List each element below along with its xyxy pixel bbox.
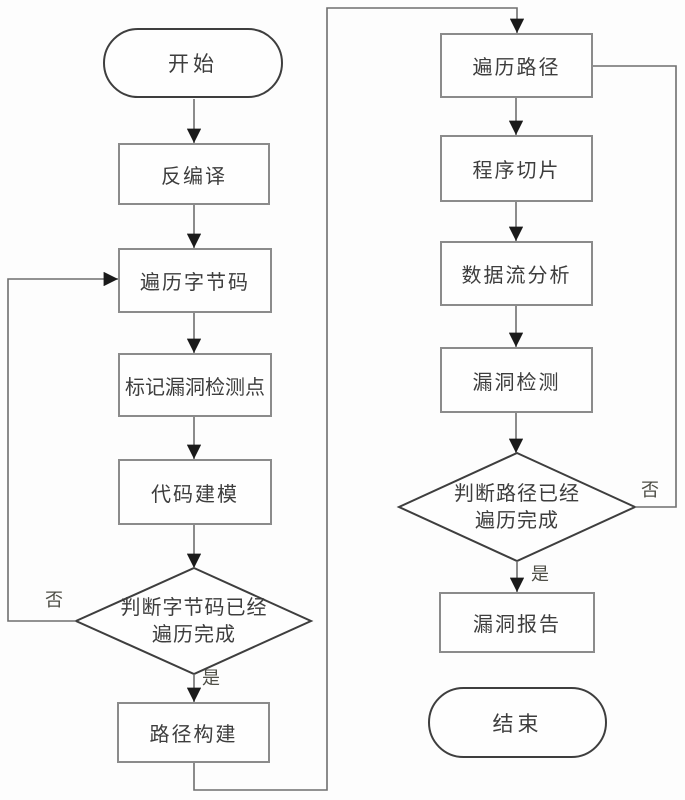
branch-label-no-left: 否 [45,590,63,611]
node-traverse-bytecode: 遍历字节码 [118,248,272,313]
node-end: 结束 [428,687,607,758]
node-path-construction: 路径构建 [117,702,270,763]
node-traverse-path: 遍历路径 [440,33,593,98]
node-start: 开始 [103,28,283,98]
node-vulnerability-report: 漏洞报告 [439,592,595,653]
node-decompile: 反编译 [118,143,270,205]
decision-path-diamond [396,451,638,563]
edge-path-construction-traverse-path [193,7,525,791]
edge-decision-no-loop-right [593,65,677,508]
branch-label-yes-right: 是 [531,564,549,585]
branch-label-no-right: 否 [641,480,659,501]
node-vulnerability-detection: 漏洞检测 [440,347,593,413]
node-code-modeling: 代码建模 [118,459,272,525]
decision-bytecode-diamond [73,566,314,676]
edge-decision-no-loop-left [7,271,118,622]
node-mark-detection-points: 标记漏洞检测点 [118,353,272,417]
branch-label-yes-left: 是 [202,668,220,689]
node-dataflow-analysis: 数据流分析 [440,241,593,306]
node-program-slicing: 程序切片 [440,135,593,202]
